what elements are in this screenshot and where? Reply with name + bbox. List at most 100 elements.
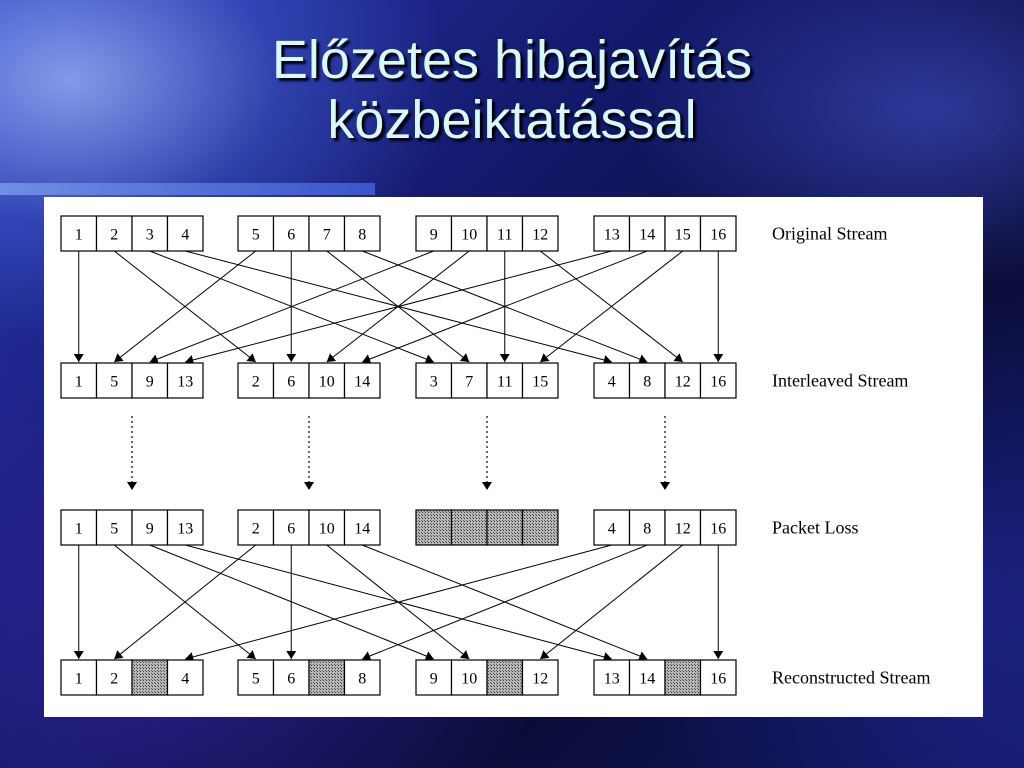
- cell-number: 8: [643, 374, 651, 391]
- cell-number: 6: [287, 374, 295, 391]
- packet-cell: [343, 362, 381, 399]
- cell-number: 3: [430, 374, 438, 391]
- packet-cell: [593, 509, 631, 546]
- packet-cell: [450, 362, 488, 399]
- slide-title: Előzetes hibajavítás közbeiktatással: [0, 30, 1024, 150]
- cell-number: 16: [710, 671, 726, 688]
- packet-cell: [628, 215, 666, 252]
- cell-number: 11: [497, 227, 512, 244]
- mapping-arrow: [362, 544, 648, 661]
- packet-cell: [95, 362, 133, 399]
- packet-cell: [308, 509, 346, 546]
- mapping-arrow: [185, 544, 612, 662]
- cell-number: 6: [287, 671, 295, 688]
- cell-number: 14: [639, 227, 655, 244]
- packet-cell: [450, 215, 488, 252]
- packet-cell: [521, 362, 559, 399]
- title-line-2: közbeiktatással: [327, 90, 697, 150]
- cell-number: 9: [430, 227, 438, 244]
- packet-cell: [308, 362, 346, 399]
- packet-cell: [628, 362, 666, 399]
- cell-number: 13: [177, 521, 193, 538]
- packet-cell: [60, 509, 98, 546]
- cell-number: 2: [252, 521, 260, 538]
- row-label: Interleaved Stream: [772, 371, 908, 391]
- packet-cell: [131, 215, 169, 252]
- cell-number: 7: [465, 374, 473, 391]
- cell-number: 16: [710, 227, 726, 244]
- lost-cell: [450, 509, 488, 546]
- cell-number: 2: [110, 671, 118, 688]
- packet-cell: [699, 362, 737, 399]
- cell-number: 1: [75, 521, 83, 538]
- cell-number: 4: [181, 227, 189, 244]
- cell-number: 14: [639, 671, 655, 688]
- lost-cell: [308, 659, 346, 696]
- lost-cell: [486, 509, 524, 546]
- mapping-arrow: [539, 250, 684, 363]
- cell-number: 15: [675, 227, 691, 244]
- packet-cell: [343, 215, 381, 252]
- cell-number: 14: [354, 521, 370, 538]
- packet-cell: [95, 215, 133, 252]
- packet-cell: [272, 509, 310, 546]
- cell-number: 13: [604, 227, 620, 244]
- packet-cell: [415, 362, 453, 399]
- packet-cell: [60, 215, 98, 252]
- cell-number: 13: [604, 671, 620, 688]
- row-label: Packet Loss: [772, 518, 858, 538]
- packet-cell: [166, 659, 204, 696]
- packet-cell: [272, 362, 310, 399]
- cell-number: 8: [358, 671, 366, 688]
- cell-number: 12: [532, 227, 548, 244]
- lost-cell: [415, 509, 453, 546]
- packet-cell: [593, 215, 631, 252]
- cell-number: 3: [146, 227, 154, 244]
- row-label: Original Stream: [772, 224, 887, 244]
- cell-number: 9: [430, 671, 438, 688]
- packet-cell: [343, 659, 381, 696]
- cell-number: 12: [675, 521, 691, 538]
- packet-cell: [628, 509, 666, 546]
- row-label: Reconstructed Stream: [772, 668, 930, 688]
- packet-cell: [272, 659, 310, 696]
- lost-cell: [131, 659, 169, 696]
- cell-number: 10: [461, 227, 477, 244]
- cell-number: 7: [323, 227, 331, 244]
- cell-number: 16: [710, 374, 726, 391]
- packet-cell: [95, 509, 133, 546]
- packet-cell: [237, 509, 275, 546]
- cell-number: 9: [146, 521, 154, 538]
- cell-number: 12: [532, 671, 548, 688]
- cell-number: 14: [354, 374, 370, 391]
- cell-number: 1: [75, 671, 83, 688]
- lost-cell: [521, 509, 559, 546]
- packet-cell: [237, 362, 275, 399]
- packet-cell: [272, 215, 310, 252]
- packet-cell: [166, 362, 204, 399]
- packet-cell: [699, 659, 737, 696]
- cell-number: 5: [110, 374, 118, 391]
- packet-cell: [521, 659, 559, 696]
- cell-number: 10: [461, 671, 477, 688]
- packet-cell: [131, 509, 169, 546]
- packet-cell: [415, 215, 453, 252]
- cell-number: 10: [319, 521, 335, 538]
- packet-cell: [60, 659, 98, 696]
- mapping-arrow: [539, 544, 684, 660]
- packet-cell: [486, 215, 524, 252]
- cell-number: 11: [497, 374, 512, 391]
- cell-number: 10: [319, 374, 335, 391]
- cell-number: 6: [287, 227, 295, 244]
- cell-number: 12: [675, 374, 691, 391]
- packet-cell: [131, 362, 169, 399]
- cell-number: 15: [532, 374, 548, 391]
- cell-number: 6: [287, 521, 295, 538]
- cell-number: 5: [252, 671, 260, 688]
- packet-cell: [166, 215, 204, 252]
- mapping-arrow: [149, 250, 434, 364]
- mapping-arrow: [113, 250, 257, 363]
- cell-number: 4: [608, 374, 616, 391]
